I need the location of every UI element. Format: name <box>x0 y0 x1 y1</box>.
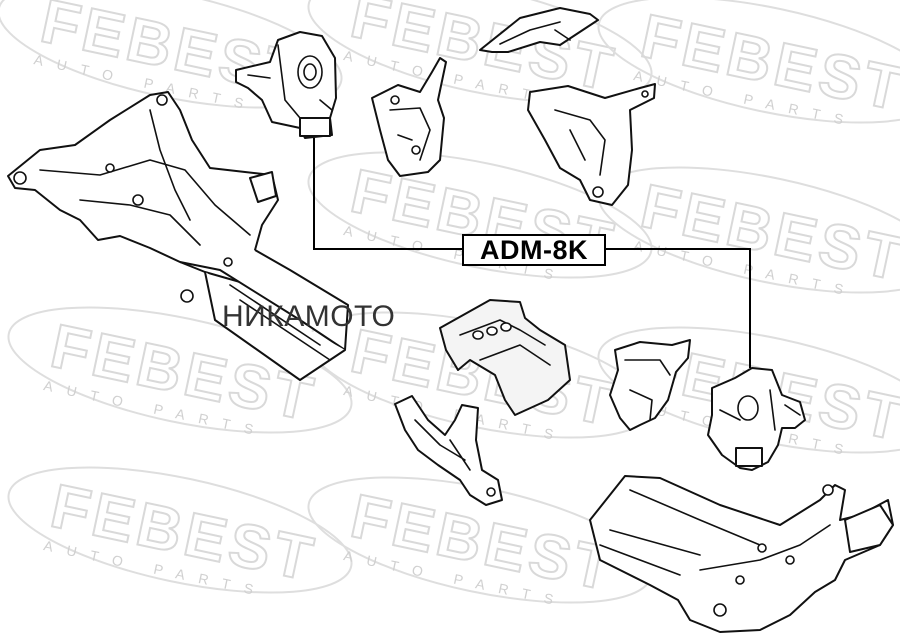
front-subframe-part <box>7 91 349 381</box>
watermark-stamp: FEBEST AUTO PARTS <box>597 0 900 130</box>
leader-line-lower-mount <box>606 248 751 368</box>
torque-bracket-part <box>371 57 447 177</box>
watermark-stamp: FEBEST AUTO PARTS <box>597 166 900 300</box>
mount-cover-plate-part <box>439 299 571 416</box>
overlay-caption: НИКАМОТО <box>222 300 396 333</box>
part-number-label: ADM-8K <box>462 234 606 266</box>
watermark-stamp: FEBEST AUTO PARTS <box>7 466 353 600</box>
gusset-bracket-part <box>609 339 691 431</box>
rear-subframe-part <box>589 475 894 633</box>
rear-bracket-part <box>527 83 656 206</box>
heat-shield-part <box>479 7 599 53</box>
lower-fork-bracket-part <box>394 395 503 506</box>
leader-line-upper-mount <box>313 138 462 250</box>
part-number-text: ADM-8K <box>480 234 588 265</box>
leader-lines <box>313 138 751 368</box>
engine-mount-lower-part <box>707 367 806 471</box>
engine-mount-upper-part <box>235 31 337 139</box>
